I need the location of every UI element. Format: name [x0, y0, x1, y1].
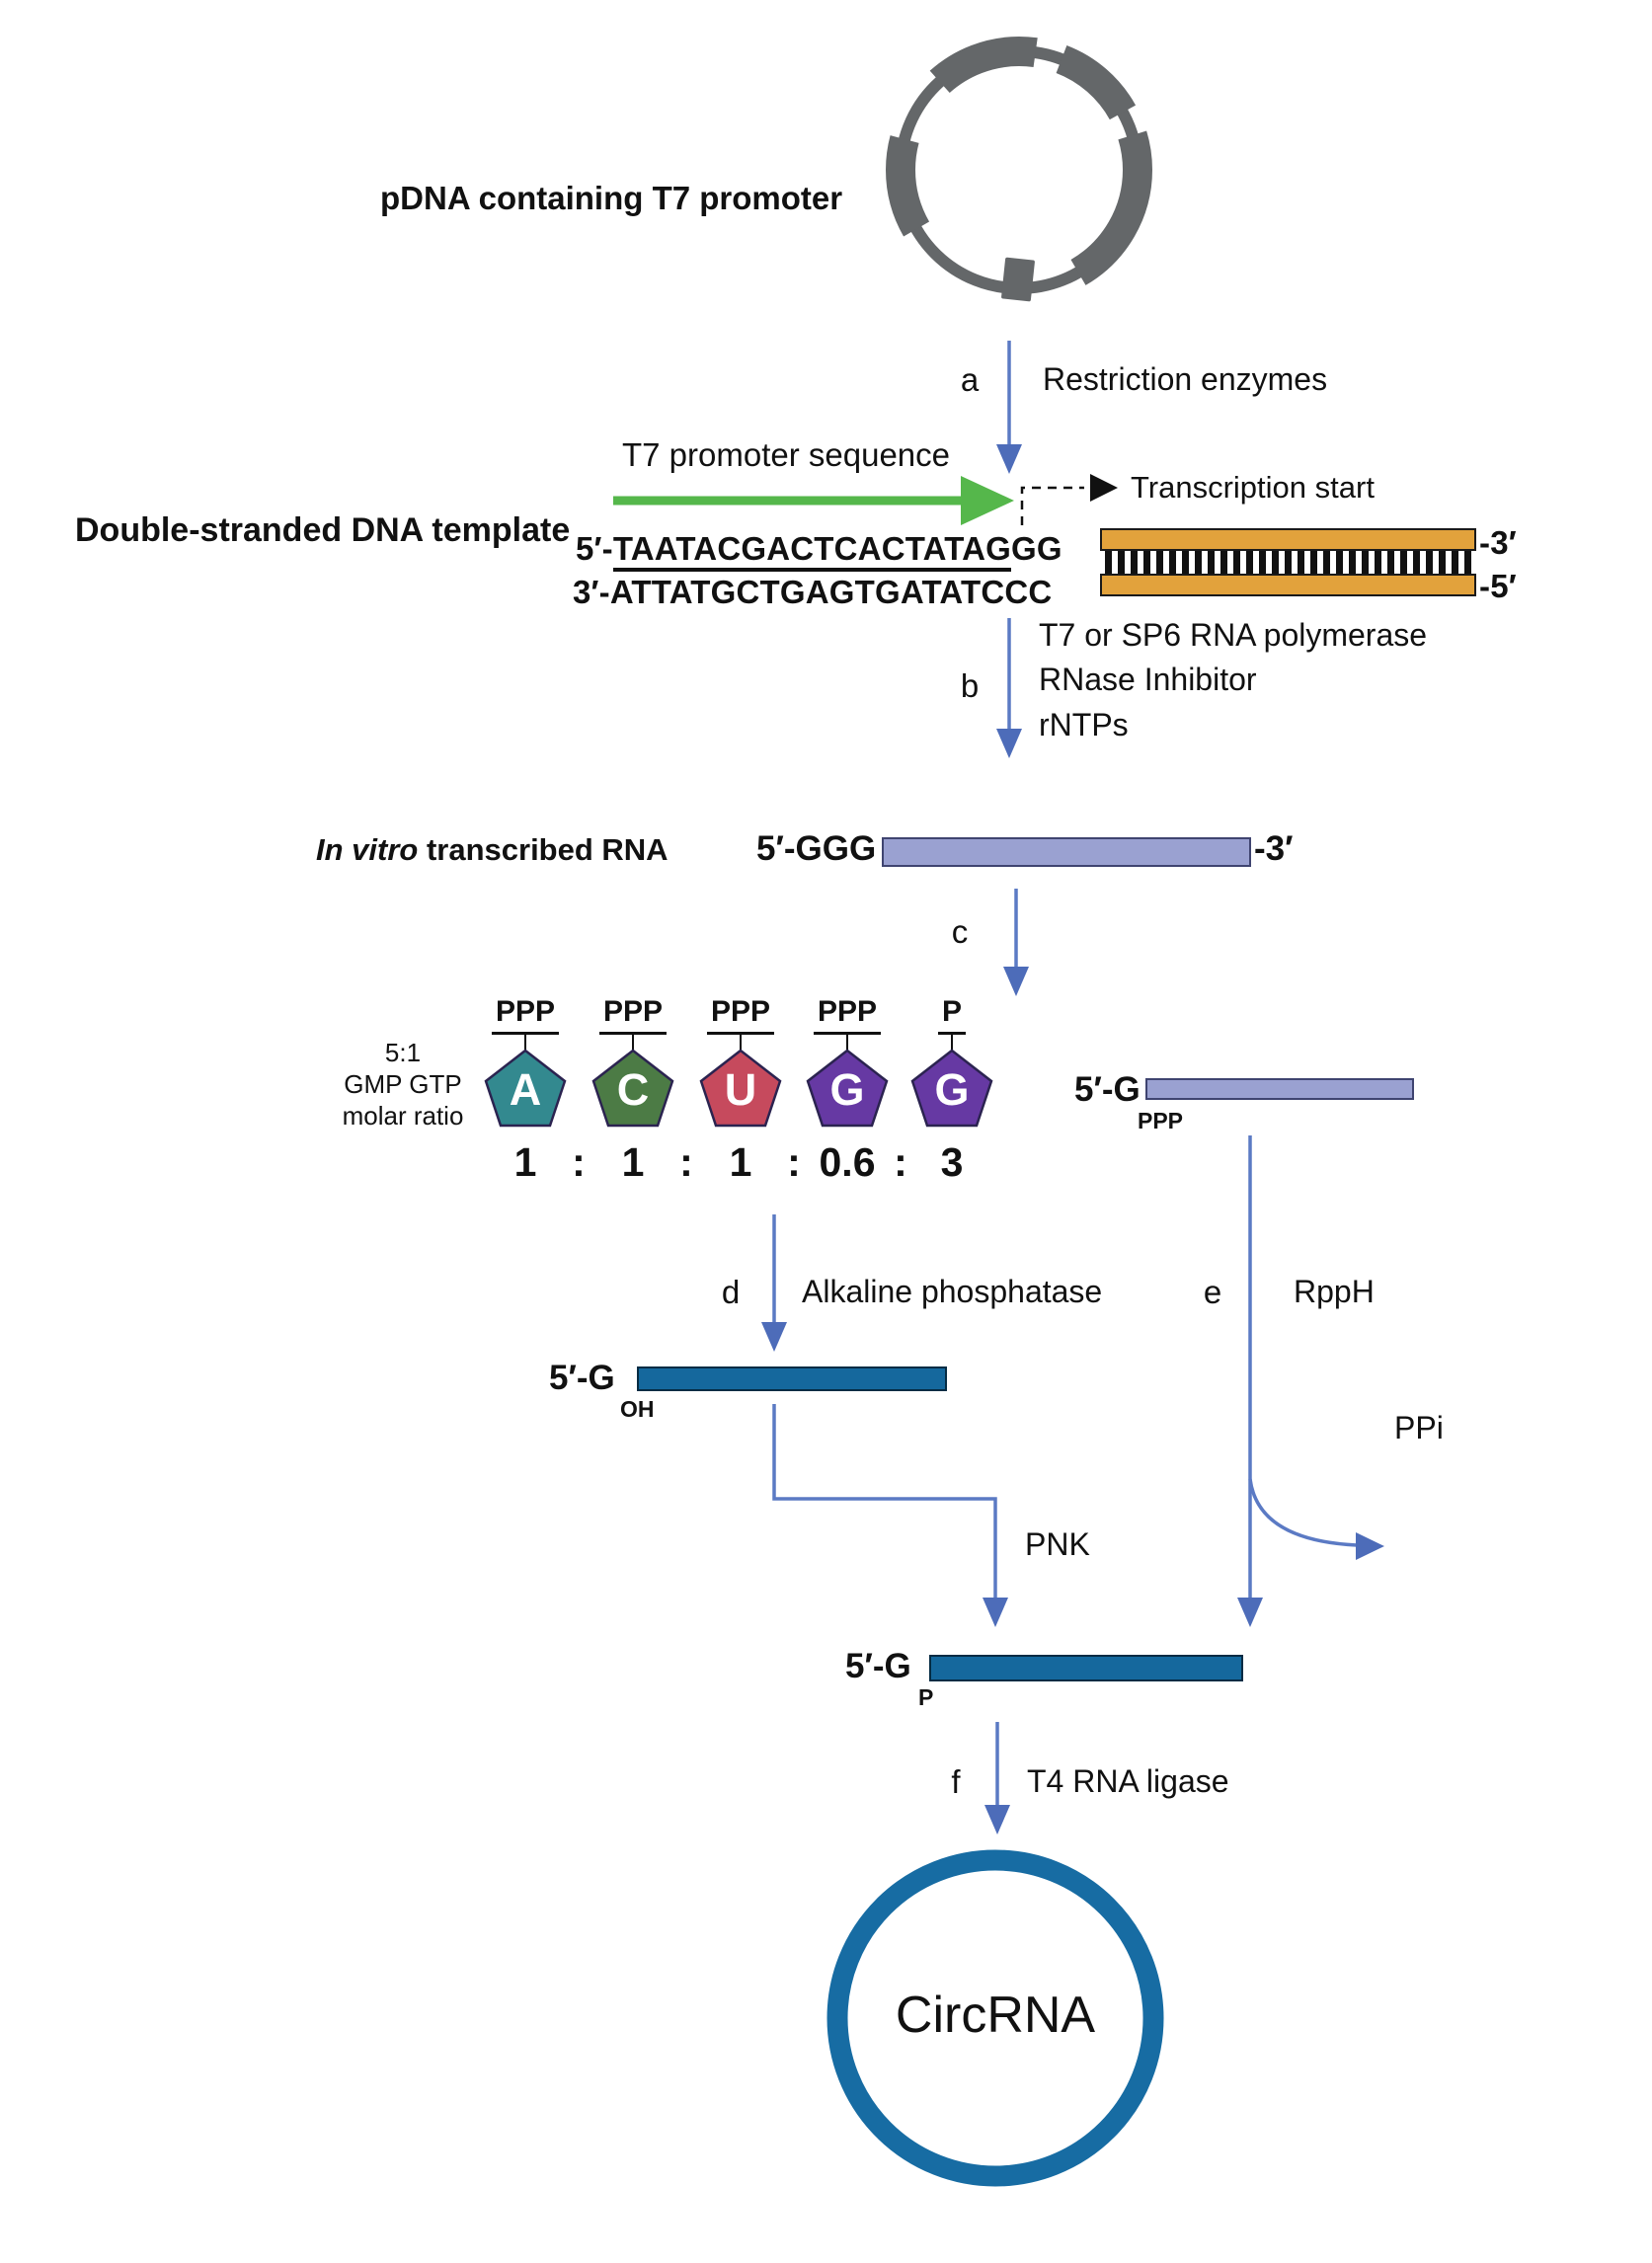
- transcription-start-label: Transcription start: [1131, 470, 1375, 505]
- ntp-caption-line3: molar ratio: [342, 1101, 464, 1131]
- ratio-colon: :: [679, 1139, 693, 1185]
- step-d-letter: d: [721, 1274, 741, 1310]
- ivt-rna-5prime: 5′-GGG: [756, 829, 877, 868]
- ppi-curve-arrow: [1248, 1478, 1384, 1560]
- duplex-5prime-label: -5′: [1479, 568, 1517, 604]
- gppp-subscript: PPP: [1138, 1108, 1184, 1133]
- dna-duplex-top-bar: [1100, 528, 1476, 551]
- ratio-colon: :: [787, 1139, 801, 1185]
- top-strand-suffix: GG: [1011, 530, 1062, 567]
- step-c-letter: c: [951, 913, 969, 950]
- gppp-rna-bar: [1145, 1078, 1414, 1100]
- plasmid-icon: [886, 37, 1152, 303]
- gp-rna-bar: [929, 1655, 1243, 1681]
- ntp-caption-line1: 5:1: [384, 1038, 422, 1067]
- step-d-arrow: [761, 1214, 787, 1352]
- step-e-label: RppH: [1294, 1274, 1375, 1309]
- ratio-value-g1: 0.6: [819, 1139, 876, 1185]
- plasmid-label: pDNA containing T7 promoter: [380, 180, 843, 216]
- ppp-label-c: PPP: [598, 995, 668, 1035]
- step-f-arrow: [984, 1722, 1010, 1834]
- circrna-label: CircRNA: [895, 1987, 1096, 2045]
- step-d-label: Alkaline phosphatase: [802, 1274, 1103, 1309]
- ratio-colon: :: [894, 1139, 907, 1185]
- ratio-value-c: 1: [621, 1139, 645, 1185]
- ratio-value-u: 1: [729, 1139, 752, 1185]
- plasmid-segment: [886, 37, 1152, 303]
- step-b-reagent-3: rNTPs: [1039, 707, 1129, 742]
- ratio-value-a: 1: [513, 1139, 537, 1185]
- goh-rna-bar: [637, 1366, 947, 1391]
- ppp-label-g2: P: [937, 995, 967, 1035]
- ntp-base-letter-u: U: [724, 1064, 757, 1115]
- ntp-base-letter-g2: G: [934, 1064, 970, 1115]
- bottom-strand-sequence: 3′-ATTATGCTGAGTGATATCCC: [573, 574, 1053, 610]
- step-f-letter: f: [951, 1763, 961, 1800]
- ntp-pentagons: [484, 1035, 993, 1128]
- pnk-elbow-arrow: [772, 1404, 1008, 1627]
- step-e-letter: e: [1203, 1274, 1222, 1310]
- duplex-3prime-label: -3′: [1479, 524, 1517, 561]
- transcription-start-arrowhead: [1090, 474, 1118, 502]
- ntp-pentagon-c: [591, 1049, 674, 1128]
- ppp-label-a: PPP: [491, 995, 560, 1035]
- step-f-label: T4 RNA ligase: [1027, 1763, 1229, 1799]
- ntp-caption-line2: GMP GTP: [344, 1069, 462, 1099]
- ivt-rna-label: In vitro transcribed RNA: [316, 832, 669, 868]
- plasmid-segment: [1001, 257, 1035, 302]
- ntp-pentagon-u: [699, 1049, 782, 1128]
- ntp-base-letter-a: A: [509, 1064, 542, 1115]
- top-strand-prefix: 5′-: [576, 530, 613, 567]
- ppp-label-g1: PPP: [813, 995, 882, 1035]
- dna-duplex-bottom-bar: [1100, 574, 1476, 596]
- step-b-reagent-1: T7 or SP6 RNA polymerase: [1039, 617, 1428, 653]
- ntp-pentagon-a: [484, 1049, 567, 1128]
- step-a-arrow: [996, 341, 1022, 474]
- goh-label: 5′-G: [549, 1359, 615, 1397]
- dsdna-template-label: Double-stranded DNA template: [75, 511, 571, 549]
- step-a-label: Restriction enzymes: [1043, 361, 1328, 397]
- ntp-pentagon-g2: [910, 1049, 993, 1128]
- promoter-arrow-icon: [613, 476, 1014, 525]
- top-strand-sequence: 5′-TAATACGACTCACTATAGGG: [576, 530, 1062, 572]
- ppi-label: PPi: [1394, 1410, 1444, 1445]
- ivt-rna-3prime: -3′: [1254, 829, 1294, 868]
- dna-duplex-rungs: [1105, 551, 1471, 574]
- circrna-ring: [826, 1849, 1164, 2187]
- transcription-start-connector: [1020, 486, 1084, 525]
- gp-subscript: P: [918, 1684, 934, 1710]
- step-b-reagent-2: RNase Inhibitor: [1039, 662, 1257, 697]
- step-e-arrow: [1237, 1135, 1263, 1627]
- ivt-rna-bar: [882, 837, 1251, 867]
- plasmid-segment: [886, 37, 1152, 303]
- ppp-label-u: PPP: [706, 995, 775, 1035]
- step-a-letter: a: [960, 361, 980, 398]
- step-b-arrow: [996, 618, 1022, 758]
- goh-subscript: OH: [620, 1396, 655, 1422]
- step-b-letter: b: [960, 667, 980, 704]
- promoter-sequence-underlined: TAATACGACTCACTATAG: [612, 530, 1012, 572]
- ivt-rna-label-rest: transcribed RNA: [418, 832, 669, 867]
- promoter-arrow-label: T7 promoter sequence: [622, 436, 951, 473]
- plasmid-segment: [886, 37, 1152, 303]
- ratio-value-g2: 3: [940, 1139, 964, 1185]
- gppp-label: 5′-G: [1074, 1070, 1141, 1109]
- ratio-colon: :: [572, 1139, 586, 1185]
- ntp-pentagon-g1: [806, 1049, 889, 1128]
- gp-label: 5′-G: [845, 1647, 911, 1685]
- step-c-arrow: [1003, 889, 1029, 996]
- pnk-label: PNK: [1025, 1526, 1090, 1562]
- ntp-base-letter-c: C: [616, 1064, 650, 1115]
- ivt-rna-label-italic: In vitro: [316, 832, 419, 867]
- ntp-base-letter-g1: G: [829, 1064, 865, 1115]
